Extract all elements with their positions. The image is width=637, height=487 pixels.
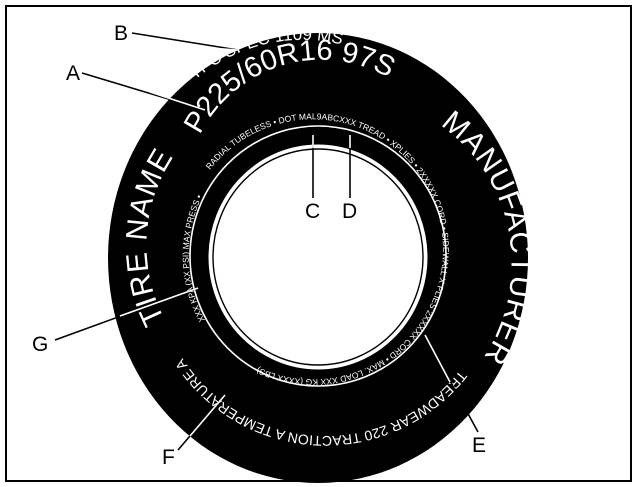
rim-inner-line (212, 148, 424, 366)
callout-a: A (66, 62, 80, 85)
callout-c: C (305, 200, 320, 223)
rim-hole (207, 143, 429, 371)
rim-outer-line (189, 125, 447, 387)
callout-e: E (472, 434, 486, 457)
callout-b: B (114, 22, 128, 45)
callout-d: D (342, 200, 357, 223)
callout-g: G (32, 333, 48, 356)
callout-f: F (162, 446, 175, 469)
leader-b (131, 32, 239, 51)
